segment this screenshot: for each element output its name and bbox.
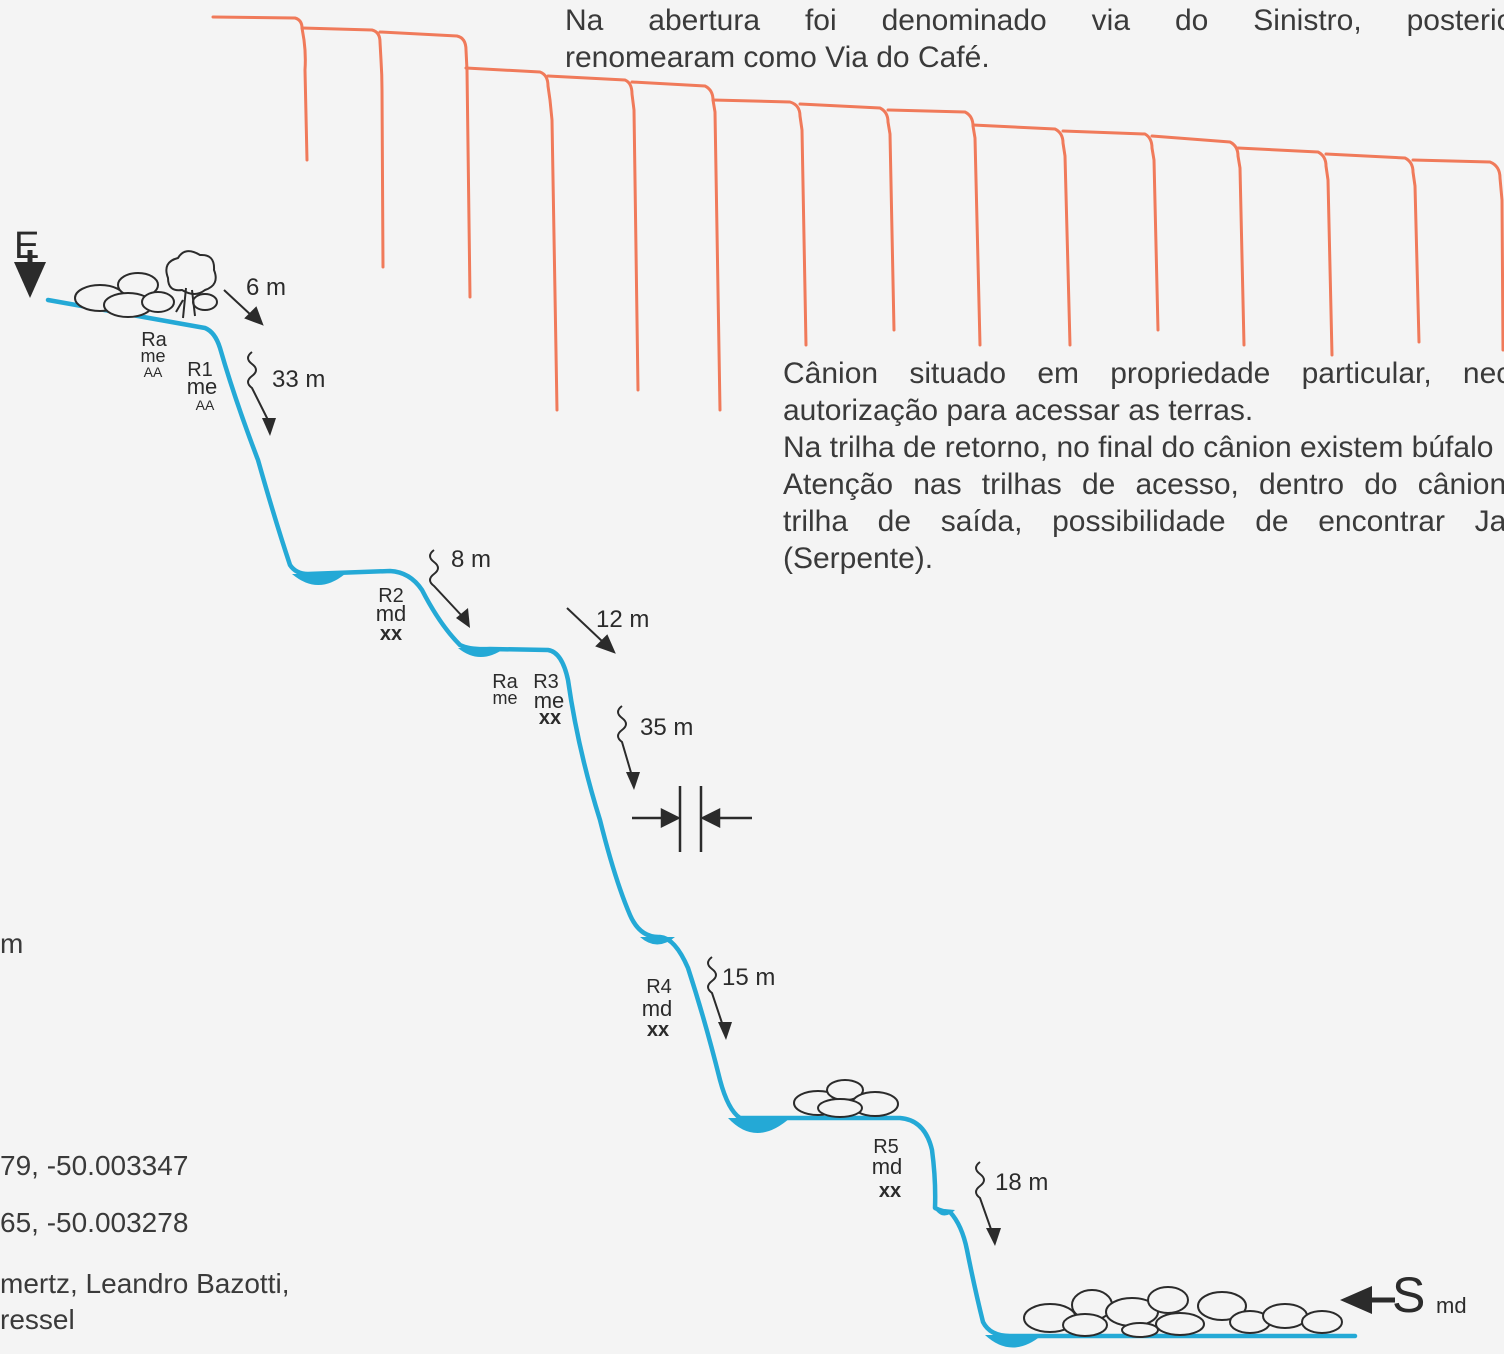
rappel-height-r4: 15 m (722, 964, 775, 991)
unit-fragment: m (0, 928, 24, 959)
coordinates-start: 79, -50.003347 (0, 1150, 189, 1181)
access-line-5: trilha de saída, possibilidade de encont… (783, 505, 1504, 538)
name-history-note: Na abertura foi denominado via do Sinist… (565, 2, 1504, 76)
rappel-arrowheads (262, 418, 1001, 1246)
anchor-ra-1-anchor: me (140, 346, 165, 366)
entry-marker: E (14, 225, 46, 298)
approach-distance-2: 12 m (596, 606, 649, 633)
credits-line-2: ressel (0, 1304, 75, 1335)
rappel-labels: Ra me AA R1 me AA R2 md xx Ra me R3 me x… (140, 329, 902, 1202)
approach-distance-1: 6 m (246, 274, 286, 301)
exit-anchor: md (1436, 1293, 1467, 1318)
rappel-height-r3: 35 m (640, 714, 693, 741)
rappel-r3-anchor: me (534, 688, 565, 713)
rappel-r2-anchor: md (376, 601, 407, 626)
rappel-arrows (247, 351, 993, 1233)
anchor-ra-1-mark: AA (144, 364, 163, 380)
access-line-4: Atenção nas trilhas de acesso, dentro do… (783, 468, 1504, 501)
entry-label: E (14, 225, 39, 267)
rappel-r1-name: R1 (187, 359, 213, 381)
rappel-r5-anchor: md (872, 1154, 903, 1179)
approach-arrows (223, 289, 616, 654)
boulders-top (74, 272, 218, 318)
anchor-ra-1-name: Ra (141, 329, 167, 351)
rappel-r3-mark: xx (539, 707, 561, 729)
boulders-bottom (1023, 1286, 1343, 1338)
exit-marker: S md (1340, 1267, 1467, 1323)
anchor-ra-2-name: Ra (492, 671, 518, 693)
exit-label: S (1392, 1267, 1425, 1323)
rappel-r5-name: R5 (873, 1136, 899, 1158)
rappel-r4-mark: xx (647, 1019, 669, 1041)
rappel-r1-anchor: me (187, 374, 218, 399)
rappel-height-r1: 33 m (272, 366, 325, 393)
access-line-3: Na trilha de retorno, no final do cânion… (783, 431, 1494, 464)
narrow-passage-icon (632, 786, 752, 852)
rappel-r3-name: R3 (533, 671, 559, 693)
rappel-r2-name: R2 (378, 585, 404, 607)
rappel-r2-mark: xx (380, 623, 402, 645)
rappel-height-r5: 18 m (995, 1169, 1048, 1196)
distance-labels: 6 m 12 m 33 m 8 m 35 m 15 m 18 m (246, 274, 1048, 1196)
tree-icon (165, 250, 217, 319)
rappel-r4-anchor: md (642, 996, 673, 1021)
access-line-6: (Serpente). (783, 542, 934, 575)
rappel-r1-mark: AA (196, 397, 215, 413)
rappel-height-r2: 8 m (451, 546, 491, 573)
credits-line-1: mertz, Leandro Bazotti, (0, 1268, 290, 1299)
access-line-2: autorização para acessar as terras. (783, 394, 1254, 427)
rappel-r5-mark: xx (879, 1180, 901, 1202)
name-history-line-2: renomearam como Via do Café. (565, 41, 990, 74)
access-warning-note: Cânion situado em propriedade particular… (783, 355, 1504, 577)
anchor-ra-2-anchor: me (492, 688, 517, 708)
rappel-r4-name: R4 (646, 976, 672, 998)
pools (292, 574, 1042, 1348)
boulders-mid (793, 1079, 899, 1118)
name-history-line-1: Na abertura foi denominado via do Sinist… (565, 4, 1504, 37)
canyon-rim-profile (211, 15, 1504, 412)
access-line-1: Cânion situado em propriedade particular… (783, 357, 1504, 390)
coordinates-end: 65, -50.003278 (0, 1207, 189, 1238)
